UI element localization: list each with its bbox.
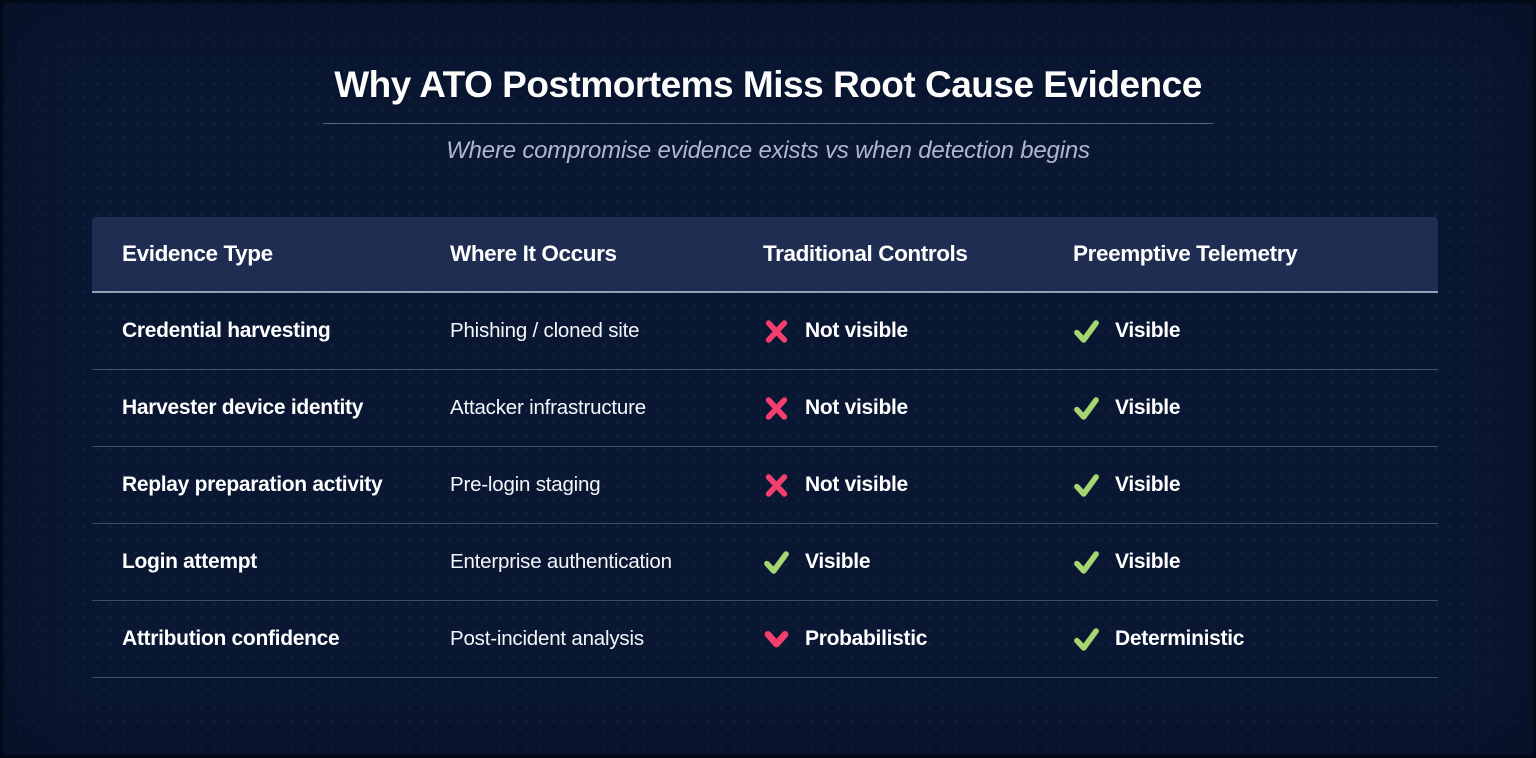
evidence-type-cell: Attribution confidence [122, 627, 340, 650]
where-it-occurs-cell: Pre-login staging [450, 473, 601, 496]
where-it-occurs-cell: Phishing / cloned site [450, 319, 640, 342]
traditional-controls-cell: Not visible [763, 318, 1073, 345]
traditional-controls-cell: Not visible [763, 472, 1073, 499]
traditional-controls-cell: Probabilistic [763, 626, 1073, 653]
evidence-table: Evidence Type Where It Occurs Traditiona… [92, 217, 1438, 678]
table-row: Credential harvesting Phishing / cloned … [92, 293, 1438, 370]
preemptive-telemetry-cell: Visible [1073, 318, 1438, 345]
table-row: Harvester device identity Attacker infra… [92, 370, 1438, 447]
check-icon [763, 549, 790, 576]
title-block: Why ATO Postmortems Miss Root Cause Evid… [0, 0, 1536, 165]
table-body: Credential harvesting Phishing / cloned … [92, 293, 1438, 678]
preemptive-telemetry-cell: Deterministic [1073, 626, 1438, 653]
evidence-type-cell: Replay preparation activity [122, 473, 383, 496]
check-icon [1073, 549, 1100, 576]
column-header-preemptive-telemetry: Preemptive Telemetry [1073, 241, 1298, 266]
page-title: Why ATO Postmortems Miss Root Cause Evid… [334, 64, 1202, 105]
title-divider [323, 123, 1213, 124]
traditional-controls-cell: Visible [763, 549, 1073, 576]
cross-icon [763, 395, 790, 422]
check-icon [1073, 318, 1100, 345]
where-it-occurs-cell: Post-incident analysis [450, 627, 644, 650]
table-header-row: Evidence Type Where It Occurs Traditiona… [92, 217, 1438, 293]
table-row: Attribution confidence Post-incident ana… [92, 601, 1438, 678]
check-icon [1073, 626, 1100, 653]
preemptive-telemetry-cell: Visible [1073, 472, 1438, 499]
table-row: Login attempt Enterprise authentication … [92, 524, 1438, 601]
column-header-where-it-occurs: Where It Occurs [450, 241, 617, 266]
evidence-type-cell: Credential harvesting [122, 319, 331, 342]
page-subtitle: Where compromise evidence exists vs when… [446, 137, 1090, 164]
where-it-occurs-cell: Attacker infrastructure [450, 396, 646, 419]
preemptive-telemetry-cell: Visible [1073, 395, 1438, 422]
chevron-down-icon [763, 626, 790, 653]
evidence-type-cell: Harvester device identity [122, 396, 364, 419]
traditional-controls-cell: Not visible [763, 395, 1073, 422]
cross-icon [763, 318, 790, 345]
preemptive-telemetry-cell: Visible [1073, 549, 1438, 576]
check-icon [1073, 472, 1100, 499]
where-it-occurs-cell: Enterprise authentication [450, 550, 672, 573]
cross-icon [763, 472, 790, 499]
column-header-traditional-controls: Traditional Controls [763, 241, 968, 266]
table-row: Replay preparation activity Pre-login st… [92, 447, 1438, 524]
check-icon [1073, 395, 1100, 422]
evidence-type-cell: Login attempt [122, 550, 257, 573]
column-header-evidence-type: Evidence Type [122, 241, 273, 266]
